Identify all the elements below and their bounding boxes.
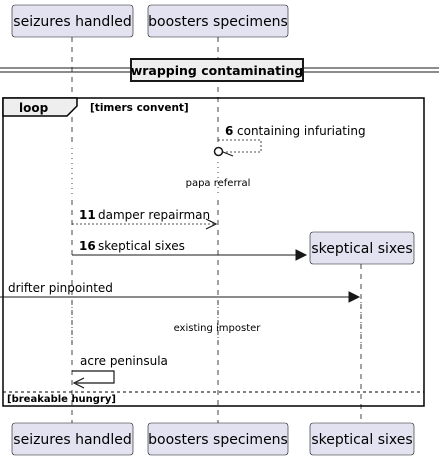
delay-gaps xyxy=(71,148,362,344)
message-acre-peninsula: acre peninsula xyxy=(72,354,168,389)
loop-else-condition: [breakable hungry] xyxy=(7,394,116,405)
delay-text: papa referral xyxy=(186,178,251,189)
participant-seizures-handled-bottom[interactable]: seizures handled xyxy=(11,422,134,456)
message-16: 16 skeptical sixes xyxy=(72,239,308,261)
loop-condition: [timers convent] xyxy=(90,102,189,114)
participant-label: boosters specimens xyxy=(148,14,288,30)
message-label: damper repairman xyxy=(98,208,210,222)
loop-frame: loop [timers convent] [breakable hungry] xyxy=(2,97,425,407)
participant-skeptical-sixes-bottom[interactable]: skeptical sixes xyxy=(309,422,415,456)
delay-text: existing imposter xyxy=(174,323,262,334)
message-number: 6 xyxy=(225,124,233,138)
message-drifter-pinpointed: drifter pinpointed xyxy=(0,281,361,303)
participant-label: seizures handled xyxy=(13,14,131,30)
message-label: drifter pinpointed xyxy=(8,281,113,295)
message-6: 6 containing infuriating xyxy=(213,124,366,157)
participant-label: seizures handled xyxy=(13,432,131,448)
message-number: 11 xyxy=(79,208,96,222)
lost-message-circle xyxy=(213,146,224,157)
participant-label: skeptical sixes xyxy=(311,241,412,257)
participant-seizures-handled-top[interactable]: seizures handled xyxy=(11,4,134,38)
divider: wrapping contaminating xyxy=(0,58,439,82)
lifelines xyxy=(71,37,362,423)
loop-keyword: loop xyxy=(19,101,49,115)
message-number: 16 xyxy=(79,239,96,253)
participant-boosters-specimens-bottom[interactable]: boosters specimens xyxy=(147,422,289,456)
participant-skeptical-sixes-created[interactable]: skeptical sixes xyxy=(309,231,415,265)
participant-label: skeptical sixes xyxy=(311,432,412,448)
message-11: 11 damper repairman xyxy=(72,208,218,230)
participant-label: boosters specimens xyxy=(148,432,288,448)
message-label: containing infuriating xyxy=(237,124,366,138)
message-label: acre peninsula xyxy=(80,354,168,368)
participant-boosters-specimens-top[interactable]: boosters specimens xyxy=(147,4,289,38)
divider-label: wrapping contaminating xyxy=(131,63,304,78)
message-label: skeptical sixes xyxy=(98,239,185,253)
